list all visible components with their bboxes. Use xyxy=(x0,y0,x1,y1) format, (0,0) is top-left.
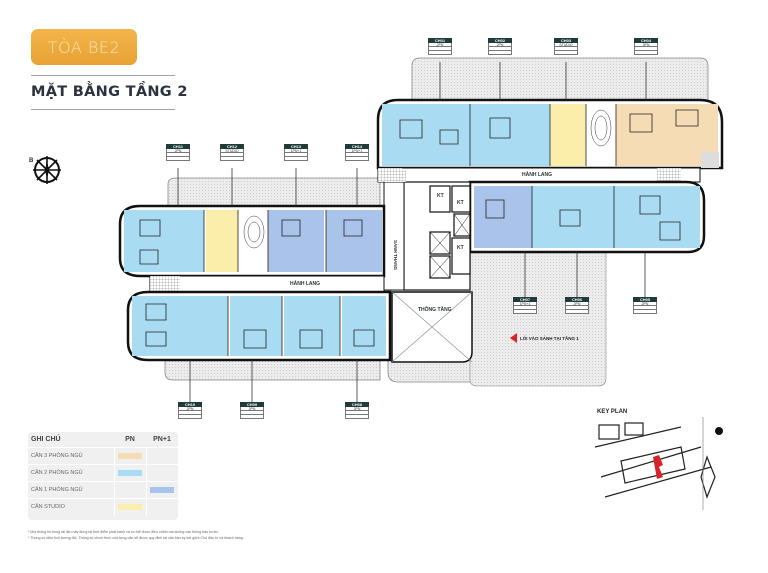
building-badge: TÒA BE2 xyxy=(31,29,137,65)
title-divider-bottom xyxy=(31,109,175,110)
corridor-label-left: HÀNH LANG xyxy=(290,281,320,287)
compass-rose-icon xyxy=(33,156,61,184)
entrance-label: LỐI VÀO SẢNH TẠI TẦNG 1 xyxy=(520,335,579,341)
entrance-marker: LỐI VÀO SẢNH TẠI TẦNG 1 xyxy=(510,333,579,343)
void-area xyxy=(391,291,473,363)
left-lower-wing xyxy=(126,290,392,362)
key-plan-title: KEY PLAN xyxy=(597,409,628,415)
right-wing xyxy=(468,180,706,254)
stairs xyxy=(243,109,612,249)
legend-row: CĂN 2 PHÒNG NGỦ xyxy=(28,464,178,482)
two-bedroom-swatch xyxy=(118,469,142,476)
kt-label: KT xyxy=(437,193,444,199)
void-label: THÔNG TẦNG xyxy=(418,307,452,313)
floor-title: MẶT BẰNG TẦNG 2 xyxy=(31,84,188,100)
entrance-arrow-icon xyxy=(510,333,517,343)
legend-title: GHI CHÚ xyxy=(31,436,61,443)
corridor-label-top: HÀNH LANG xyxy=(522,172,552,178)
legend-row: CĂN 3 PHÒNG NGỦ xyxy=(28,447,178,465)
legend-col-pn: PN xyxy=(125,436,135,443)
legend-col-pn1: PN+1 xyxy=(153,436,171,443)
legend: GHI CHÚ PN PN+1 CĂN 3 PHÒNG NGỦ CĂN 2 PH… xyxy=(28,432,178,520)
three-bedroom-swatch xyxy=(118,452,142,459)
core xyxy=(383,170,471,291)
lift-lobby-label: SẢNH THANG xyxy=(393,240,398,270)
left-upper-wing xyxy=(118,204,386,278)
title-divider-top xyxy=(31,75,175,76)
studio-swatch xyxy=(118,504,142,511)
legend-row: CĂN STUDIO xyxy=(28,498,178,516)
footnote: * Thông số diện tích tương đối. Thông số… xyxy=(28,536,244,540)
compass-label: B xyxy=(29,158,34,164)
legend-row: CĂN 1 PHÒNG NGỦ xyxy=(28,481,178,499)
key-plan-drawing xyxy=(594,417,723,510)
kt-label: KT xyxy=(457,200,464,206)
one-bedroom-plus-swatch xyxy=(150,486,175,493)
footnote: * Mọi thông tin trong tài liệu này đúng … xyxy=(28,530,219,534)
kt-label: KT xyxy=(457,245,464,251)
